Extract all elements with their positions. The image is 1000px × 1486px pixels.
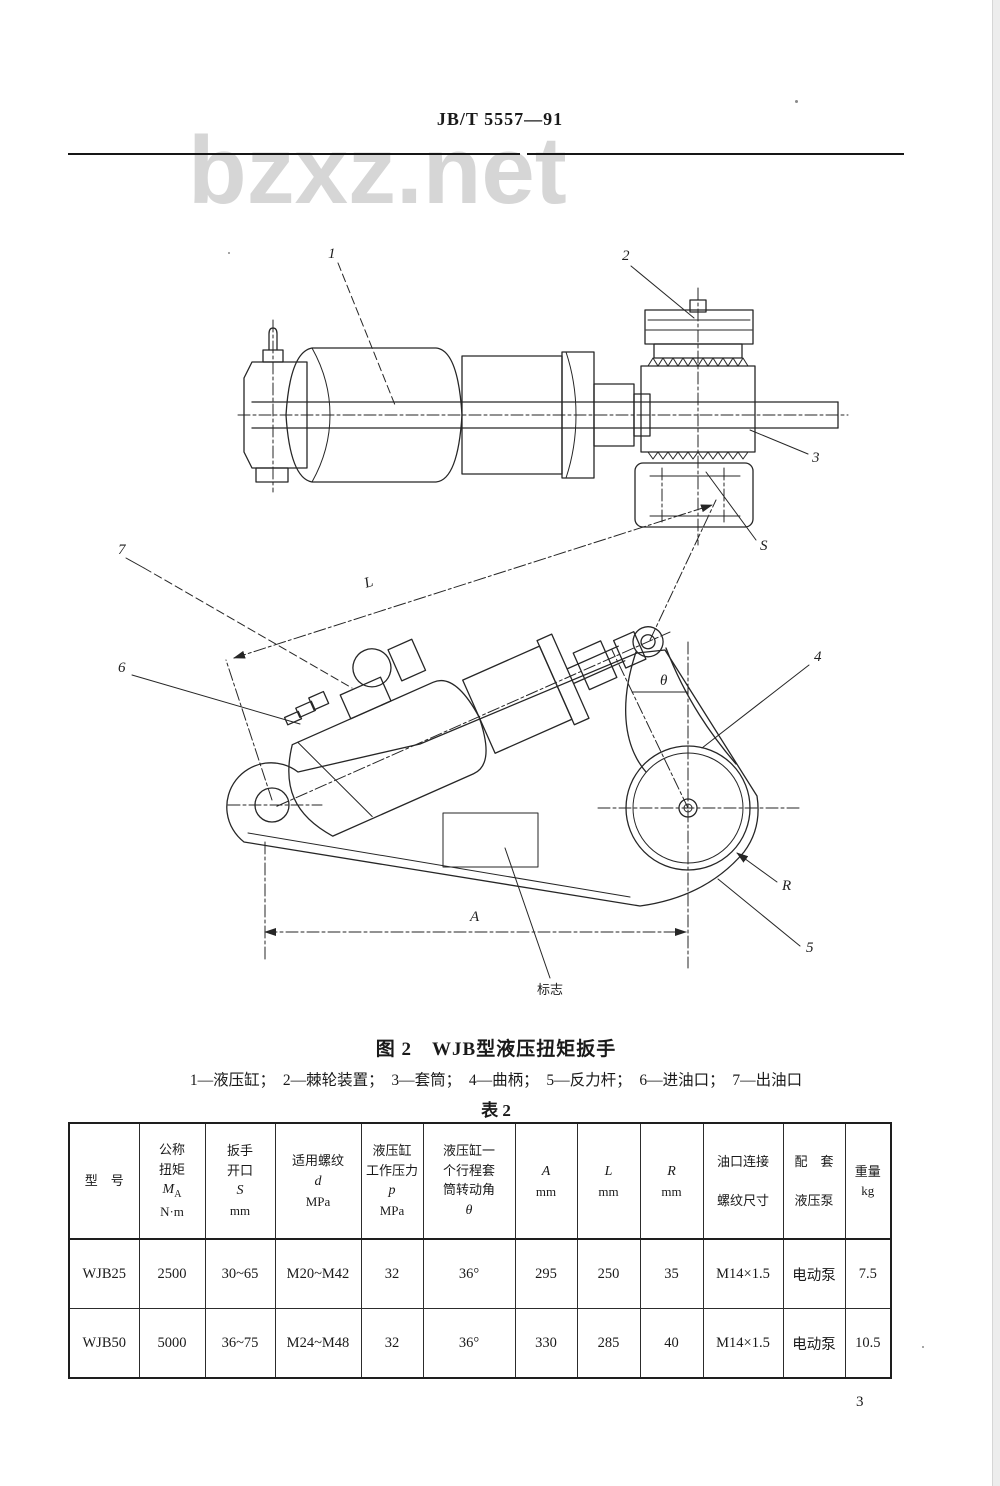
cell-oil-thread: M14×1.5 xyxy=(702,1238,784,1309)
wrench-top-view: 1 2 3 S xyxy=(237,246,849,554)
callout-7: 7 xyxy=(118,542,127,558)
watermark: bzxz.net xyxy=(188,117,567,224)
mark-label: 标志 xyxy=(537,982,563,997)
callout-4: 4 xyxy=(814,649,822,665)
scan-speck xyxy=(228,252,230,254)
callout-5: 5 xyxy=(806,940,814,956)
cell-weight: 10.5 xyxy=(844,1308,892,1379)
dim-label-r: R xyxy=(781,878,791,894)
callout-3: 3 xyxy=(811,450,820,466)
cell-r: 40 xyxy=(639,1308,704,1379)
cell-opening: 36~75 xyxy=(204,1308,276,1379)
col-model: 型 号 xyxy=(68,1122,140,1240)
dim-label-a: A xyxy=(469,909,480,925)
table-row-wjb25: WJB25 2500 30~65 M20~M42 32 36° 295 250 … xyxy=(68,1238,892,1309)
cell-a: 295 xyxy=(514,1238,578,1309)
cell-torque: 2500 xyxy=(138,1238,206,1309)
scan-speck xyxy=(922,1346,924,1348)
cell-weight: 7.5 xyxy=(844,1238,892,1309)
table-title: 表 2 xyxy=(481,1101,511,1120)
scan-speck xyxy=(795,100,798,103)
scan-edge-shadow xyxy=(992,0,1000,1486)
cell-pump: 电动泵 xyxy=(782,1238,846,1309)
cell-opening: 30~65 xyxy=(204,1238,276,1309)
cell-thread: M24~M48 xyxy=(274,1308,362,1379)
header-rule-right xyxy=(527,153,904,155)
figure-legend: 1—液压缸； 2—棘轮装置； 3—套筒； 4—曲柄； 5—反力杆； 6—进油口；… xyxy=(189,1072,803,1089)
cell-torque: 5000 xyxy=(138,1308,206,1379)
cell-thread: M20~M42 xyxy=(274,1238,362,1309)
dim-label-l: L xyxy=(361,574,375,592)
page-number: 3 xyxy=(856,1394,864,1410)
col-matching-pump: 配 套 液压泵 xyxy=(782,1122,846,1240)
cell-a: 330 xyxy=(514,1308,578,1379)
callout-6: 6 xyxy=(118,660,126,676)
cell-pressure: 32 xyxy=(360,1238,424,1309)
cell-l: 250 xyxy=(576,1238,641,1309)
cell-r: 35 xyxy=(639,1238,704,1309)
callout-1: 1 xyxy=(328,246,336,262)
cell-l: 285 xyxy=(576,1308,641,1379)
cell-angle: 36° xyxy=(422,1308,516,1379)
table-row-wjb50: WJB50 5000 36~75 M24~M48 32 36° 330 285 … xyxy=(68,1308,892,1379)
cell-pump: 电动泵 xyxy=(782,1308,846,1379)
dim-label-theta: θ xyxy=(660,673,668,689)
cell-angle: 36° xyxy=(422,1238,516,1309)
col-oil-port-thread: 油口连接 螺纹尺寸 xyxy=(702,1122,784,1240)
header-rule-left xyxy=(68,153,520,155)
cell-model: WJB50 xyxy=(68,1308,140,1379)
standard-code: JB/T 5557—91 xyxy=(436,109,564,129)
figure-caption: 图 2 WJB型液压扭矩扳手 xyxy=(375,1039,617,1060)
wrench-side-view: L 7 6 xyxy=(118,499,822,997)
callout-dim-s: S xyxy=(760,538,768,554)
cell-model: WJB25 xyxy=(68,1238,140,1309)
callout-2: 2 xyxy=(622,248,630,264)
cell-pressure: 32 xyxy=(360,1308,424,1379)
cell-oil-thread: M14×1.5 xyxy=(702,1308,784,1379)
